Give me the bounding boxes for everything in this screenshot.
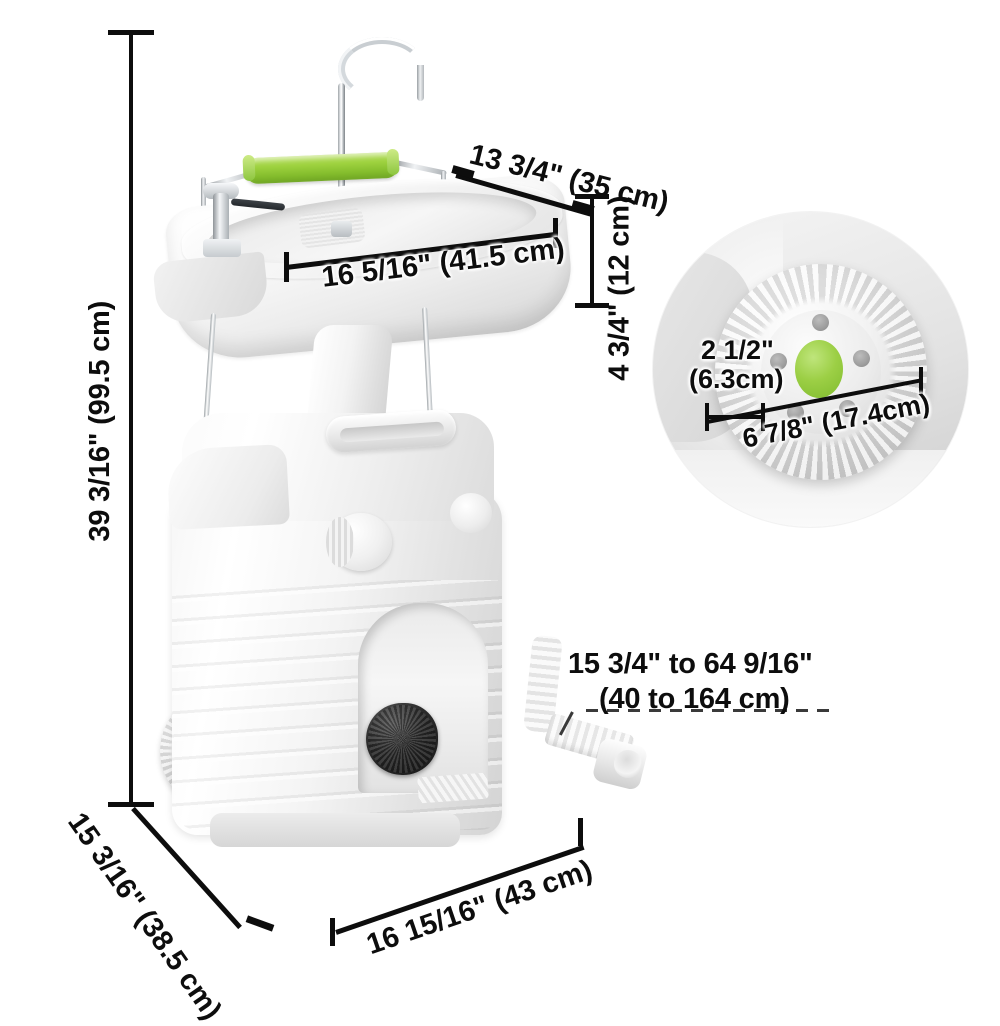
wheel-bolt-hole [787,404,804,421]
wheel-width-label-line1: 2 1/2" [701,335,774,365]
hose-length-leader [586,709,829,712]
wheel-width-label-line2: (6.3cm) [689,364,784,394]
wheel-bolt-hole [812,314,829,331]
faucet-base [331,221,352,237]
green-push-bar-cap-right [386,148,400,176]
overall-height-cap-top [108,30,154,35]
green-push-bar[interactable] [244,151,400,185]
black-pump-knob-ribs [368,705,436,773]
wheel-diameter-cap-right [919,367,923,395]
soap-dispenser-body [213,193,229,249]
soap-dispenser-base [203,239,241,257]
soap-dispenser-head[interactable] [203,183,239,199]
faucet-spout [417,65,424,101]
green-push-bar-cap-left [242,154,256,182]
overall-height-label: 39 3/16" (99.5 cm) [84,300,117,542]
hose-length-label-line1: 15 3/4" to 64 9/16" [568,648,813,680]
water-tank-assembly [150,395,580,865]
basin-depth-label: 4 3/4" (12 cm) [603,195,636,381]
basin-depth-dimension-line [590,196,594,308]
wheel-width-cap-right [761,403,765,431]
wheel-bolt-hole [770,353,787,370]
hose-length-label-line2: (40 to 164 cm) [599,683,790,715]
water-tank-top-left [165,443,291,531]
gooseneck-faucet-arc-inner [338,37,426,101]
wheel-detail-inset: 2 1/2" (6.3cm) 6 7/8" (17.4cm) [653,212,968,527]
base-width-cap-left [330,918,335,946]
sink-assembly [95,25,615,450]
side-cap[interactable] [450,493,492,533]
push-bar-arm-right [391,159,447,176]
wheel-bolt-hole [839,400,856,417]
wheel-width-cap-left [705,403,709,431]
sink-width-cap-right [553,218,558,248]
wheel-bolt-hole [853,350,870,367]
base-depth-arrow-end [245,915,275,932]
basin-depth-cap-top [575,194,609,199]
basin-depth-cap-bottom [575,303,609,308]
dimension-diagram: 2 1/2" (6.3cm) 6 7/8" (17.4cm) 39 3/16" … [61,25,968,1026]
sink-width-cap-left [284,252,289,282]
water-tank-base [210,813,460,847]
drip-grate [417,772,489,804]
fill-cap-rim [326,517,354,567]
black-pump-knob[interactable] [366,703,438,775]
base-width-cap-right [578,818,583,846]
wheel-inset-green-cap [795,340,843,398]
overall-height-dimension-line [129,32,133,807]
overall-height-cap-bottom [108,802,154,807]
